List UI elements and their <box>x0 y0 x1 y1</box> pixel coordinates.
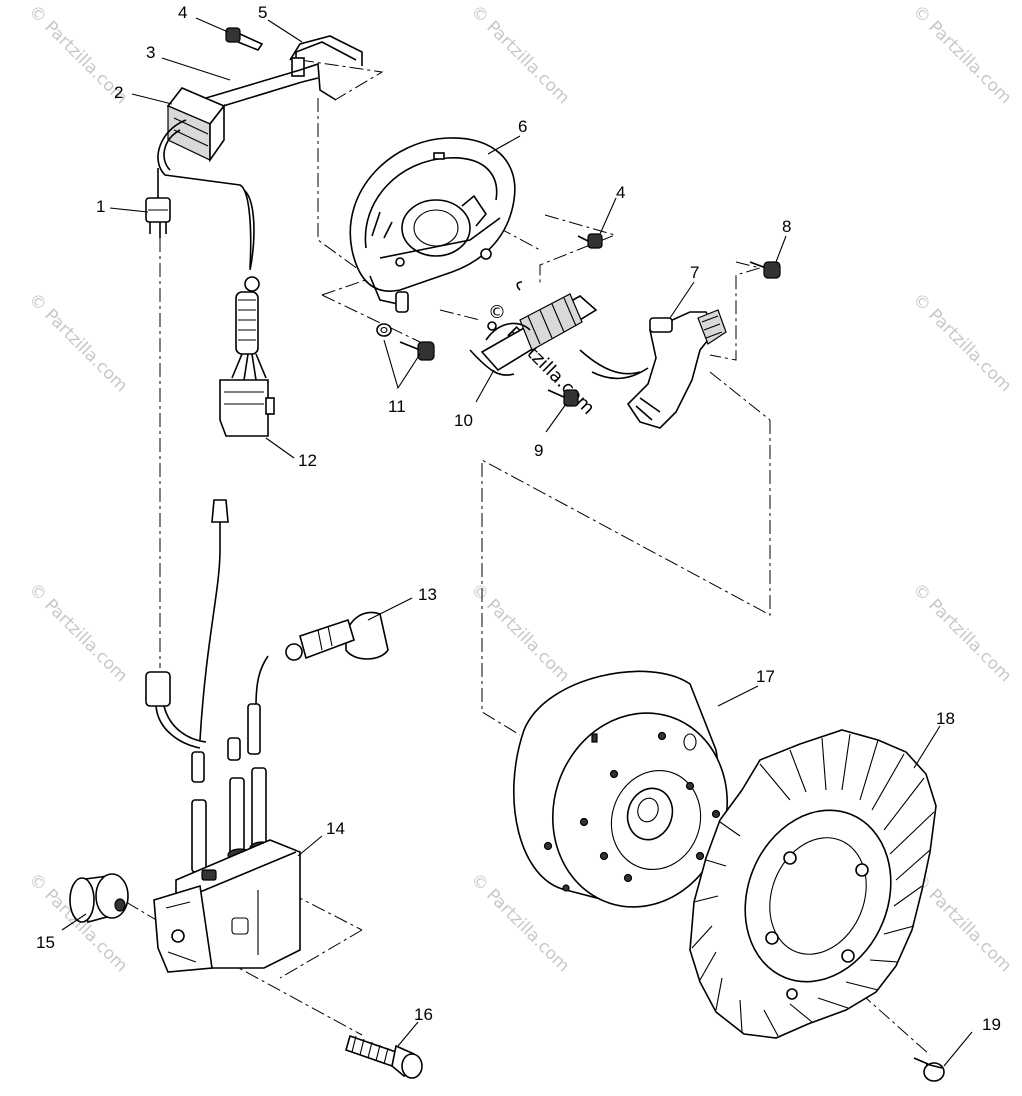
callout-14: 14 <box>326 819 345 838</box>
watermark: © Partzilla.com <box>24 579 131 686</box>
callout-11: 11 <box>388 397 406 416</box>
stator-plate-6 <box>349 137 516 313</box>
callout-2: 2 <box>114 83 123 102</box>
callout-1: 1 <box>96 197 105 216</box>
watermark: © Partzilla.com <box>908 869 1015 976</box>
wire-3 <box>205 62 337 111</box>
wire-clip-5 <box>289 35 363 77</box>
watermark: © Partzilla.com <box>466 579 573 686</box>
callout-18: 18 <box>936 709 955 728</box>
bolt-16 <box>345 1034 423 1079</box>
watermark: © Partzilla.com <box>466 1 573 108</box>
watermark: © Partzilla.com <box>908 579 1015 686</box>
callout-4-right: 4 <box>616 183 625 202</box>
watermark: © Partzilla.com <box>908 1 1015 108</box>
screw-4-top <box>225 27 264 51</box>
callout-12: 12 <box>298 451 317 470</box>
screw-19 <box>913 1057 945 1082</box>
wire-harness <box>231 189 267 381</box>
fan-18 <box>689 729 937 1039</box>
leader-lines <box>61 17 973 1067</box>
callout-5: 5 <box>258 3 267 22</box>
watermark-symbol: © <box>488 302 506 323</box>
cdi-unit-14 <box>145 499 301 973</box>
callout-10: 10 <box>454 411 473 430</box>
watermark: © Partzilla.com <box>908 289 1015 396</box>
spark-plug-cap-13 <box>255 611 389 707</box>
callout-3: 3 <box>146 43 155 62</box>
callout-9: 9 <box>534 441 543 460</box>
callout-13: 13 <box>418 585 437 604</box>
bushing-15 <box>69 873 129 923</box>
coupler-12 <box>219 379 275 437</box>
callout-16: 16 <box>414 1005 433 1024</box>
callout-7: 7 <box>690 263 699 282</box>
screw-9 <box>547 389 579 407</box>
regulator-2 <box>157 87 252 269</box>
watermark: © Partzilla.com <box>24 289 131 396</box>
coil-10 <box>469 281 598 376</box>
screw-8 <box>749 261 781 279</box>
callout-4: 4 <box>178 3 187 22</box>
flywheel-17 <box>513 670 729 908</box>
connector-1 <box>145 197 171 238</box>
callout-19: 19 <box>982 1015 1001 1034</box>
callout-labels: 1 2 3 4 5 6 4 8 7 11 10 9 12 13 17 18 14… <box>36 3 1001 1034</box>
callout-8: 8 <box>782 217 791 236</box>
screw-4-right <box>577 233 603 249</box>
callout-17: 17 <box>756 667 775 686</box>
callout-6: 6 <box>518 117 527 136</box>
callout-15: 15 <box>36 933 55 952</box>
screw-washer-11 <box>376 323 435 361</box>
pulser-coil-7 <box>579 309 727 429</box>
